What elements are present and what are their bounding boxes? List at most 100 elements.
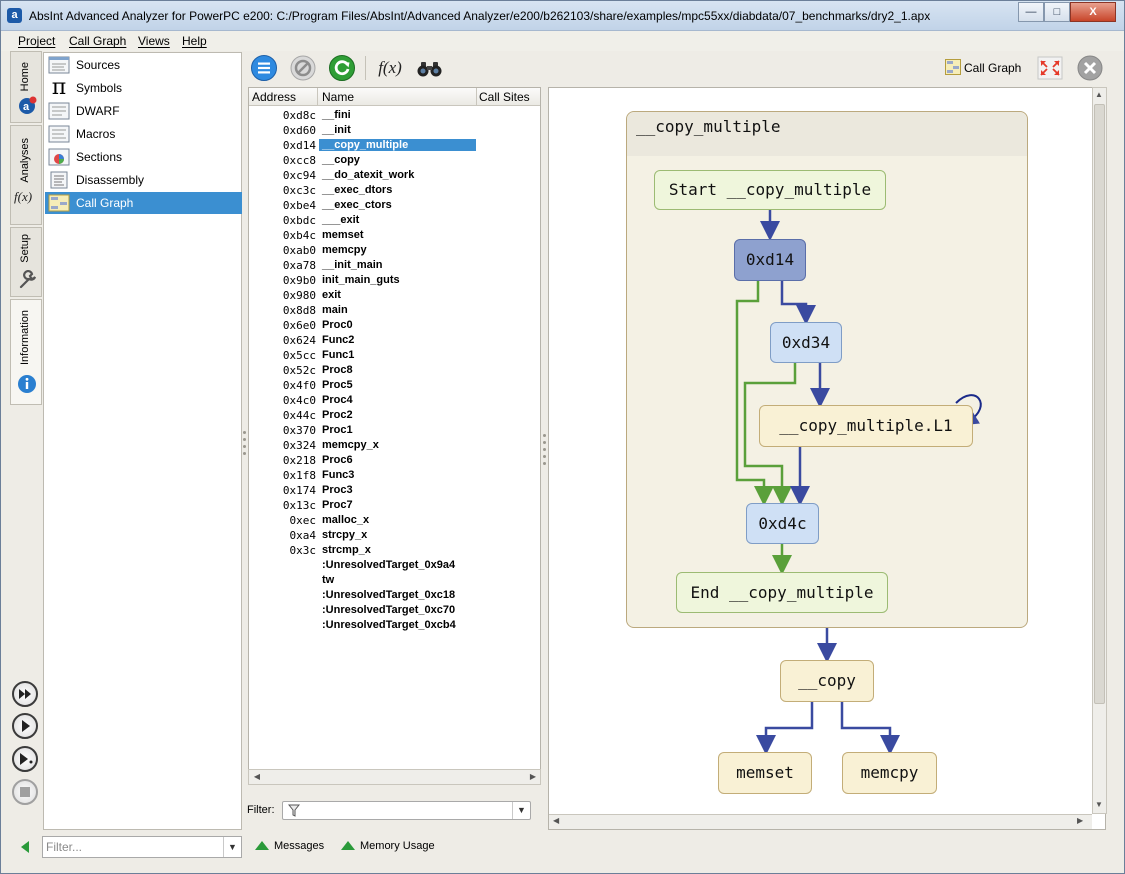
- play-button[interactable]: [12, 713, 38, 739]
- nav-filter-input[interactable]: [46, 839, 216, 855]
- table-row[interactable]: 0xc94__do_atexit_work: [249, 168, 540, 183]
- tab-setup[interactable]: Setup: [10, 227, 42, 297]
- graph-node-memcpy[interactable]: memcpy: [842, 752, 937, 794]
- table-row[interactable]: :UnresolvedTarget_0x9a4: [249, 558, 540, 573]
- fx-button[interactable]: f(x): [378, 58, 402, 77]
- nav-item-symbols[interactable]: π Symbols: [45, 77, 242, 99]
- list-menu-button[interactable]: [250, 54, 278, 82]
- table-row[interactable]: tw: [249, 573, 540, 588]
- graph-node-0xd4c[interactable]: 0xd4c: [746, 503, 819, 544]
- call-graph-mode-button[interactable]: Call Graph: [945, 59, 1021, 75]
- table-row[interactable]: 0xd14__copy_multiple: [249, 138, 540, 153]
- nav-item-label: Macros: [76, 127, 116, 141]
- collapse-arrow-icon[interactable]: [19, 840, 31, 854]
- graph-node-copy[interactable]: __copy: [780, 660, 874, 702]
- graph-node-0xd34[interactable]: 0xd34: [770, 322, 842, 363]
- table-row[interactable]: :UnresolvedTarget_0xc70: [249, 603, 540, 618]
- close-view-button[interactable]: [1076, 54, 1104, 82]
- refresh-button[interactable]: [328, 54, 356, 82]
- table-row[interactable]: 0xbe4__exec_ctors: [249, 198, 540, 213]
- table-row[interactable]: :UnresolvedTarget_0xc18: [249, 588, 540, 603]
- table-row[interactable]: 0xd8c__fini: [249, 108, 540, 123]
- list-filter-combo[interactable]: ▼: [282, 801, 531, 820]
- maximize-button[interactable]: □: [1044, 2, 1070, 22]
- tab-analyses[interactable]: Analyses f(x): [10, 125, 42, 225]
- table-row[interactable]: 0xd60__init: [249, 123, 540, 138]
- splitter-handle[interactable]: [243, 431, 247, 461]
- table-row[interactable]: 0xbdc___exit: [249, 213, 540, 228]
- table-row[interactable]: 0xc3c__exec_dtors: [249, 183, 540, 198]
- tab-home[interactable]: Home a: [10, 51, 42, 123]
- scroll-thumb[interactable]: [1094, 104, 1105, 704]
- graph-node-0xd14[interactable]: 0xd14: [734, 239, 806, 281]
- stop-button[interactable]: [12, 779, 38, 805]
- tab-information[interactable]: Information: [10, 299, 42, 405]
- scroll-left-icon[interactable]: ◀: [253, 772, 261, 781]
- row-name: Proc6: [322, 454, 353, 466]
- table-row[interactable]: 0xcc8__copy: [249, 153, 540, 168]
- minimize-button[interactable]: —: [1018, 2, 1044, 22]
- scroll-right-icon[interactable]: ▶: [529, 772, 537, 781]
- nav-item-sources[interactable]: Sources: [45, 54, 242, 76]
- scroll-left-icon[interactable]: ◀: [553, 816, 560, 825]
- menu-views[interactable]: Views: [138, 34, 170, 48]
- binoculars-search-button[interactable]: [415, 54, 445, 82]
- step-button[interactable]: [12, 746, 38, 772]
- table-row[interactable]: 0xa78__init_main: [249, 258, 540, 273]
- column-header-call-sites[interactable]: Call Sites: [479, 90, 530, 104]
- scroll-down-icon[interactable]: ▼: [1095, 800, 1103, 809]
- nav-filter-combo[interactable]: ▼: [42, 836, 242, 858]
- fast-forward-button[interactable]: [12, 681, 38, 707]
- menu-help[interactable]: Help: [182, 34, 207, 48]
- messages-toggle[interactable]: Messages: [255, 840, 324, 852]
- menu-call-graph[interactable]: Call Graph: [69, 34, 127, 48]
- graph-node-loop-l1[interactable]: __copy_multiple.L1: [759, 405, 973, 447]
- column-header-name[interactable]: Name: [322, 90, 355, 104]
- memory-usage-toggle[interactable]: Memory Usage: [341, 840, 435, 852]
- list-horizontal-scrollbar[interactable]: ◀ ▶: [248, 769, 541, 785]
- column-header-address[interactable]: Address: [252, 90, 297, 104]
- nav-item-dwarf[interactable]: DWARF: [45, 100, 242, 122]
- chevron-down-icon[interactable]: ▼: [223, 837, 241, 857]
- block-disabled-button[interactable]: [289, 54, 317, 82]
- close-window-button[interactable]: X: [1070, 2, 1116, 22]
- chevron-down-icon[interactable]: ▼: [512, 802, 530, 819]
- graph-node-end[interactable]: End __copy_multiple: [676, 572, 888, 613]
- graph-node-start[interactable]: Start __copy_multiple: [654, 170, 886, 210]
- nav-item-disassembly[interactable]: Disassembly: [45, 169, 242, 191]
- scroll-right-icon[interactable]: ▶: [1077, 816, 1084, 825]
- scroll-up-icon[interactable]: ▲: [1095, 90, 1103, 99]
- table-row[interactable]: :UnresolvedTarget_0xcb4: [249, 618, 540, 633]
- menu-project[interactable]: Project: [18, 34, 56, 48]
- row-name: __do_atexit_work: [322, 169, 415, 181]
- graph-node-memset[interactable]: memset: [718, 752, 812, 794]
- nav-item-sections[interactable]: Sections: [45, 146, 242, 168]
- graph-horizontal-scrollbar[interactable]: ◀ ▶: [549, 814, 1092, 829]
- nav-item-macros[interactable]: Macros: [45, 123, 242, 145]
- splitter-handle[interactable]: [543, 434, 547, 465]
- nav-item-call-graph[interactable]: Call Graph: [45, 192, 242, 214]
- fit-to-window-button[interactable]: [1036, 54, 1064, 82]
- graph-vertical-scrollbar[interactable]: ▲ ▼: [1092, 87, 1107, 814]
